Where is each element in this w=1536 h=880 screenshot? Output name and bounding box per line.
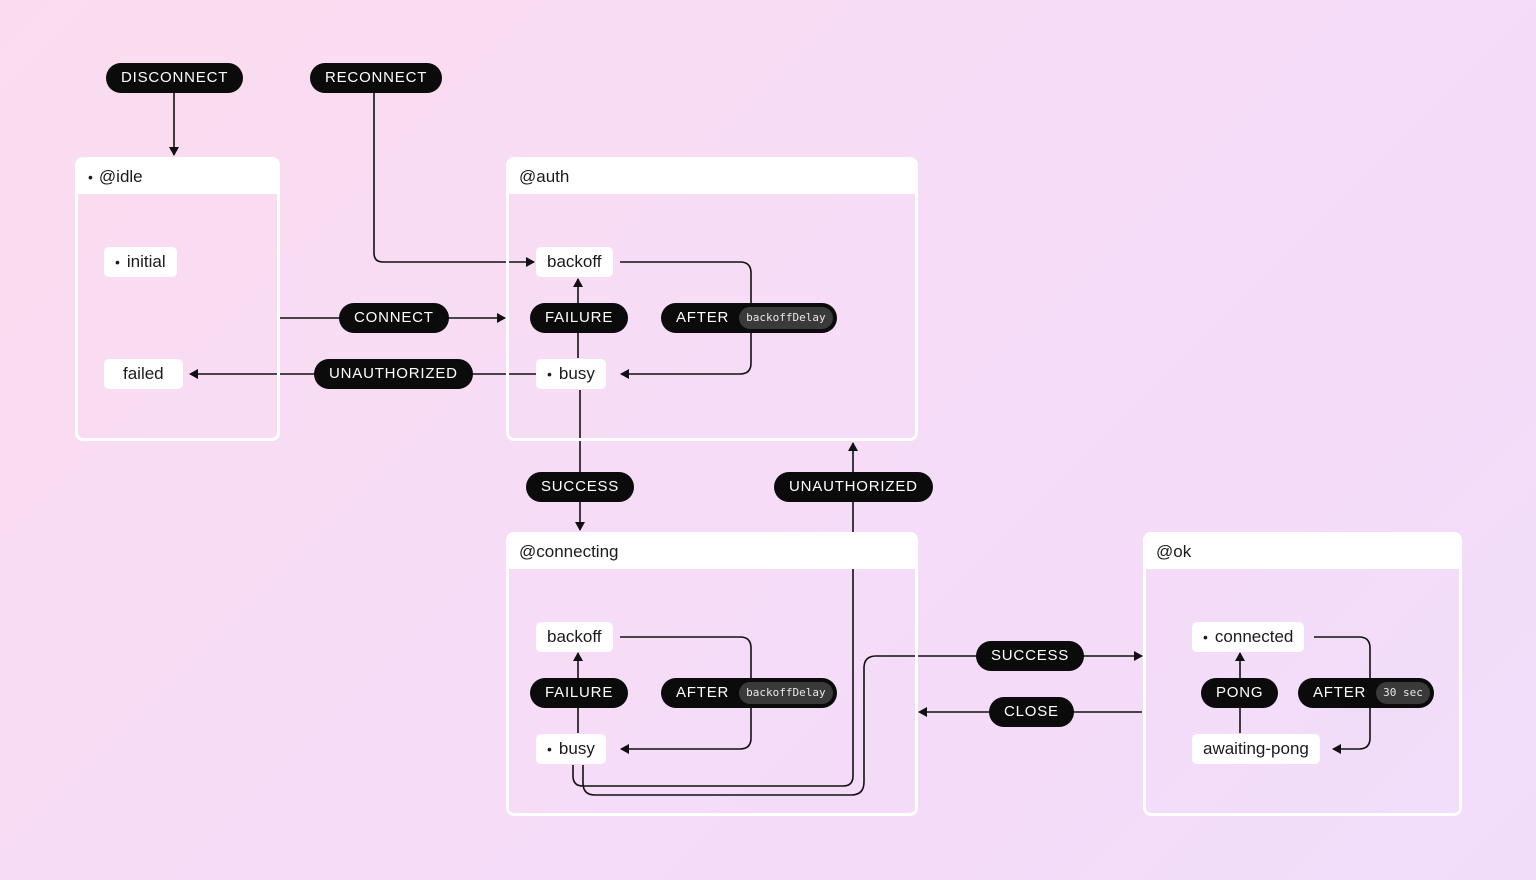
state-idle: • @idle [75,157,280,441]
node-auth-busy: • busy [536,359,606,389]
node-connecting-busy: • busy [536,734,606,764]
event-auth-success: SUCCESS [526,472,635,502]
event-connecting-success-label: SUCCESS [991,647,1070,664]
event-reconnect-label: RECONNECT [325,69,428,86]
node-idle-initial: • initial [104,247,177,277]
event-connecting-after: AFTER backoffDelay [661,678,837,708]
state-ok: @ok [1143,532,1462,816]
event-connecting-after-label: AFTER [676,684,730,701]
wire-connecting-success [582,651,1143,796]
event-disconnect-label: DISCONNECT [121,69,229,86]
node-auth-backoff: backoff [536,247,613,277]
node-ok-connected: • connected [1192,622,1305,652]
event-auth-failure: FAILURE [530,303,629,333]
node-auth-busy-label: busy [558,364,595,383]
event-connecting-failure: FAILURE [530,678,629,708]
state-connecting-header: @connecting [509,535,915,569]
initial-node-bullet: • [547,366,552,382]
node-idle-initial-label: initial [126,252,166,271]
state-idle-title: @idle [98,167,143,186]
event-close: CLOSE [989,697,1074,727]
initial-node-bullet: • [115,254,120,270]
event-reconnect: RECONNECT [310,63,443,93]
event-pong-label: PONG [1216,684,1264,701]
state-connecting-title: @connecting [519,542,619,561]
event-unauthorized-auth-label: UNAUTHORIZED [329,365,458,382]
auth-after-delay-param: backoffDelay [739,307,833,329]
event-auth-failure-label: FAILURE [545,309,614,326]
initial-node-bullet: • [1203,629,1208,645]
node-auth-backoff-label: backoff [547,252,602,271]
node-idle-failed: failed [104,359,183,389]
event-connect-label: CONNECT [354,309,434,326]
event-pong: PONG [1201,678,1279,708]
node-ok-connected-label: connected [1214,627,1294,646]
event-ok-after: AFTER 30 sec [1298,678,1434,708]
event-close-label: CLOSE [1004,703,1059,720]
node-connecting-busy-label: busy [558,739,595,758]
state-idle-header: • @idle [78,160,277,194]
wire-unauthorized-to-auth [572,442,858,787]
event-auth-after: AFTER backoffDelay [661,303,837,333]
ok-after-delay-param: 30 sec [1376,682,1430,704]
state-auth-header: @auth [509,160,915,194]
event-connect: CONNECT [339,303,449,333]
initial-state-bullet: • [88,169,93,185]
event-disconnect: DISCONNECT [106,63,244,93]
state-ok-header: @ok [1146,535,1459,569]
state-ok-title: @ok [1156,542,1192,561]
state-connecting: @connecting [506,532,918,816]
event-auth-success-label: SUCCESS [541,478,620,495]
initial-node-bullet: • [547,741,552,757]
node-connecting-backoff-label: backoff [547,627,602,646]
event-connecting-success: SUCCESS [976,641,1085,671]
connecting-after-delay-param: backoffDelay [739,682,833,704]
event-auth-after-label: AFTER [676,309,730,326]
state-auth-title: @auth [519,167,570,186]
state-auth: @auth [506,157,918,441]
node-ok-awaiting-pong: awaiting-pong [1192,734,1320,764]
event-unauthorized-auth: UNAUTHORIZED [314,359,473,389]
node-connecting-backoff: backoff [536,622,613,652]
event-unauthorized-connecting: UNAUTHORIZED [774,472,933,502]
event-unauthorized-connecting-label: UNAUTHORIZED [789,478,918,495]
event-connecting-failure-label: FAILURE [545,684,614,701]
event-ok-after-label: AFTER [1313,684,1367,701]
node-idle-failed-label: failed [123,364,164,383]
wire-reconnect [373,93,535,267]
node-ok-awaiting-pong-label: awaiting-pong [1203,739,1309,758]
